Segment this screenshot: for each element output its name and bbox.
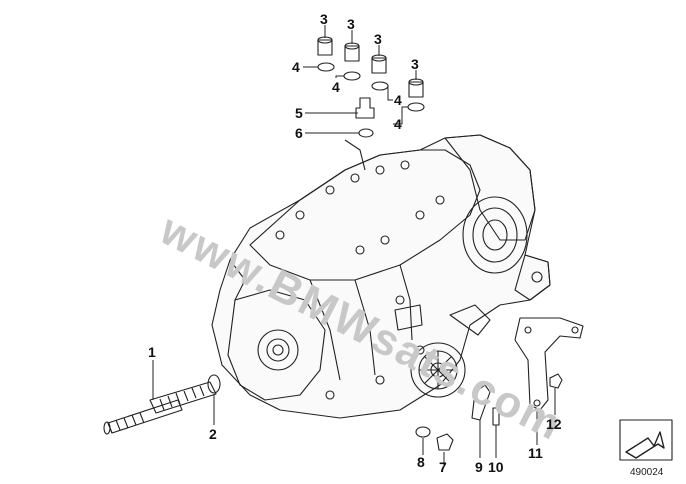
leader-lines [152,25,556,465]
diagram-id: 490024 [630,467,664,478]
callout-10: 10 [488,459,504,475]
callout-9: 9 [475,459,483,475]
callout-3a: 3 [320,11,328,27]
callout-3b: 3 [347,16,355,32]
callout-12: 12 [546,416,562,432]
drive-shaft [103,381,217,435]
arrow-corner-icon [619,419,673,461]
bracket [514,317,584,411]
callout-3c: 3 [374,31,382,47]
callout-5: 5 [295,105,303,121]
callout-8: 8 [417,454,425,470]
callout-4b: 4 [332,79,340,95]
callout-7: 7 [439,459,447,475]
o-ring [358,128,374,138]
callout-1: 1 [148,344,156,360]
callout-2: 2 [209,426,217,442]
circlip [207,374,221,394]
callout-4d: 4 [394,116,402,132]
callout-4c: 4 [394,92,402,108]
washer [415,426,431,438]
gearbox-housing [211,134,551,419]
breather-valve [355,97,375,119]
callout-11: 11 [528,445,543,461]
callout-6: 6 [295,125,303,141]
housing-bolts [275,160,445,400]
callout-4a: 4 [292,59,300,75]
callout-3d: 3 [411,56,419,72]
hex-nut [549,373,563,389]
bolt [492,407,500,426]
mounting-plate [471,384,491,421]
nut [436,433,454,451]
